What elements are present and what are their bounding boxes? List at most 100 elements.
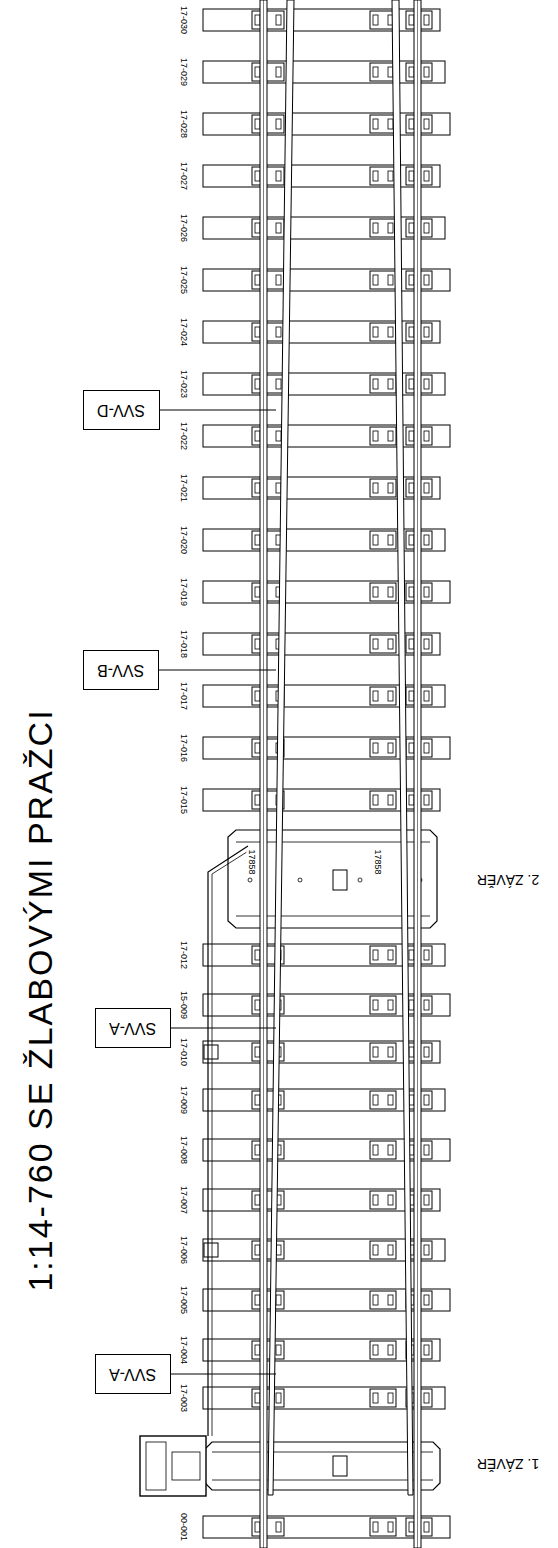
sleeper [203, 1139, 450, 1161]
sleeper-body [203, 944, 445, 966]
baseplate [252, 1341, 284, 1359]
baseplate-bolt [424, 1145, 429, 1155]
baseplate-bolt [424, 1522, 429, 1532]
baseplate-bolt [388, 379, 393, 389]
sleeper-number: 17-017 [179, 681, 188, 711]
baseplate [370, 1241, 396, 1259]
sleepers [203, 9, 450, 1538]
baseplate [370, 946, 396, 964]
baseplate-bolt [373, 535, 378, 545]
baseplate-bolt [255, 950, 260, 960]
sleeper [203, 944, 445, 966]
sleeper-number: 00-001 [179, 1512, 188, 1542]
baseplate-bolt [424, 1345, 429, 1355]
callout-box: SVV-B [83, 650, 159, 690]
rail [414, 0, 421, 1548]
sleeper-number: 17-026 [179, 213, 188, 243]
baseplate-bolt [276, 223, 281, 233]
baseplate-bolt [388, 743, 393, 753]
baseplate [252, 531, 284, 549]
baseplate [252, 1518, 284, 1536]
baseplate-bolt [424, 223, 429, 233]
baseplate-bolt [255, 483, 260, 493]
baseplate-bolt [255, 639, 260, 649]
sleeper-number: 17-012 [179, 940, 188, 970]
baseplate [370, 531, 396, 549]
sleeper-number: 17-024 [179, 317, 188, 347]
baseplate-bolt [373, 223, 378, 233]
baseplate-bolt [409, 535, 414, 545]
callout-text: SVV-A [109, 1019, 156, 1037]
baseplate-bolt [388, 691, 393, 701]
baseplate-bolt [255, 67, 260, 77]
baseplate-bolt [424, 1195, 429, 1205]
baseplate-bolt [424, 1295, 429, 1305]
baseplate-bolt [373, 1522, 378, 1532]
baseplate-bolt [424, 743, 429, 753]
baseplate-bolt [388, 223, 393, 233]
baseplate-bolt [276, 483, 281, 493]
baseplate-bolt [409, 275, 414, 285]
baseplate-bolt [255, 691, 260, 701]
baseplate-bolt [388, 483, 393, 493]
baseplate-bolt [373, 275, 378, 285]
baseplate-bolt [255, 1295, 260, 1305]
sleeper-body [203, 737, 450, 759]
callout-box: SVV-D [83, 390, 160, 430]
baseplate-bolt [424, 1393, 429, 1403]
baseplate-bolt [255, 795, 260, 805]
sleeper-body [203, 425, 450, 447]
baseplate-bolt [424, 327, 429, 337]
baseplate [370, 479, 396, 497]
sleeper-body [203, 113, 450, 135]
baseplate [370, 271, 396, 289]
baseplate-bolt [373, 1393, 378, 1403]
baseplate-bolt [388, 327, 393, 337]
sleeper-body [203, 1139, 450, 1161]
sleeper [203, 321, 440, 343]
baseplate-bolt [255, 327, 260, 337]
baseplate-bolt [373, 15, 378, 25]
point-machine-part [172, 1452, 200, 1480]
sleeper-number: 17-025 [179, 265, 188, 295]
rod-bracket [204, 1243, 218, 1257]
baseplate-bolt [388, 1145, 393, 1155]
sleeper-number: 17-009 [179, 1085, 188, 1115]
baseplate-bolt [424, 1095, 429, 1105]
baseplate-bolt [255, 1522, 260, 1532]
bolt [248, 878, 252, 882]
baseplate-bolt [424, 171, 429, 181]
sleeper-body [203, 1516, 450, 1538]
baseplate-bolt [409, 1047, 414, 1057]
sleeper-body [203, 1289, 450, 1311]
sleeper-number: 17-003 [179, 1383, 188, 1413]
sleeper-number: 17-030 [179, 5, 188, 35]
baseplate-bolt [276, 1393, 281, 1403]
sleeper [203, 269, 450, 291]
baseplate-bolt [373, 1245, 378, 1255]
baseplate-bolt [409, 691, 414, 701]
leader-line [171, 1028, 276, 1029]
sleeper-number: 17-027 [179, 161, 188, 191]
baseplate [370, 375, 396, 393]
baseplate [252, 479, 284, 497]
baseplate-bolt [276, 275, 281, 285]
baseplate [370, 167, 396, 185]
baseplate-bolt [388, 535, 393, 545]
lock-sleeper-edge [212, 1480, 433, 1481]
baseplate-bolt [276, 171, 281, 181]
baseplate-bolt [255, 431, 260, 441]
sleeper [203, 425, 450, 447]
baseplate-bolt [255, 223, 260, 233]
sleeper [203, 994, 450, 1016]
baseplate-bolt [424, 639, 429, 649]
baseplate-bolt [373, 1295, 378, 1305]
baseplate [370, 427, 396, 445]
baseplate-bolt [424, 15, 429, 25]
sleeper [203, 61, 445, 83]
baseplate [252, 323, 284, 341]
sleeper-body [203, 529, 445, 551]
rail-head [417, 0, 418, 1548]
baseplate-bolt [255, 275, 260, 285]
baseplate-bolt [388, 1095, 393, 1105]
